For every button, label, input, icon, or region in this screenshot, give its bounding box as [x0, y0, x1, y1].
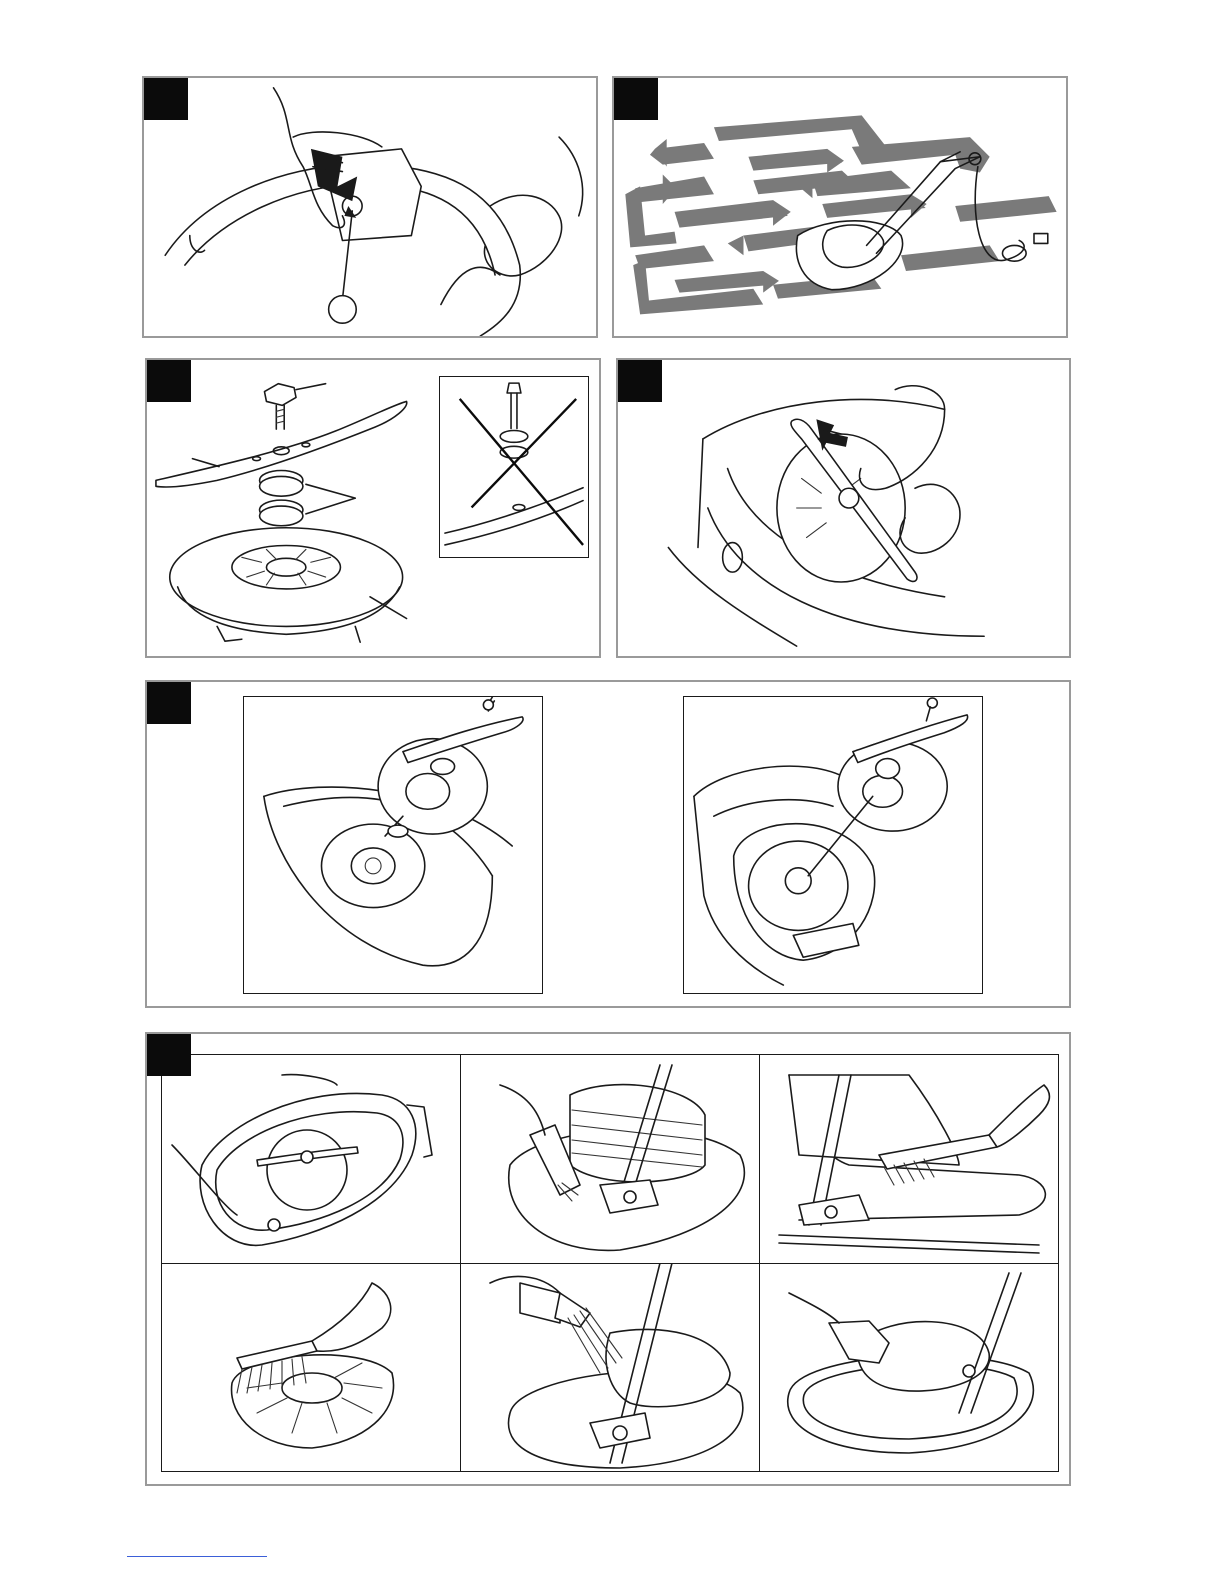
mowing-pattern-icon — [614, 78, 1066, 336]
brush-handle-base-icon — [759, 1055, 1060, 1263]
cleaning-step-1 — [162, 1055, 460, 1263]
figure-3-panel — [145, 358, 601, 658]
crossed-out-icon — [440, 377, 588, 557]
brush-deck-icon — [460, 1055, 759, 1263]
fitting-step-b — [683, 696, 983, 994]
cleaning-step-4 — [162, 1263, 460, 1473]
cleaning-step-2 — [460, 1055, 759, 1263]
cleaning-steps-grid — [161, 1054, 1059, 1472]
figure-1-panel — [142, 76, 598, 338]
figure-5-panel — [145, 680, 1071, 1008]
figure-4-badge — [618, 360, 662, 402]
blade-removal-icon — [618, 360, 1069, 656]
figure-6-panel — [145, 1032, 1071, 1486]
figure-6-badge — [147, 1034, 191, 1076]
wipe-hood-icon — [759, 1263, 1060, 1473]
blade-fitting-icon — [684, 697, 982, 993]
figure-3-badge — [147, 360, 191, 402]
cleaning-step-5 — [460, 1263, 759, 1473]
fitting-step-a — [243, 696, 543, 994]
cleaning-step-6 — [759, 1263, 1060, 1473]
figure-4-panel — [616, 358, 1071, 658]
figure-2-badge — [614, 78, 658, 120]
footer-rule — [127, 1556, 267, 1557]
figure-2-panel — [612, 76, 1068, 338]
figure-5-badge — [147, 682, 191, 724]
brush-hood-icon — [460, 1263, 759, 1473]
hand-press-button-icon — [144, 78, 596, 336]
figure-1-badge — [144, 78, 188, 120]
incorrect-assembly-inset — [439, 376, 589, 558]
cleaning-step-3 — [759, 1055, 1060, 1263]
mower-underside-icon — [162, 1055, 460, 1263]
brush-fan-icon — [162, 1263, 460, 1473]
blade-fitting-icon — [244, 697, 542, 993]
